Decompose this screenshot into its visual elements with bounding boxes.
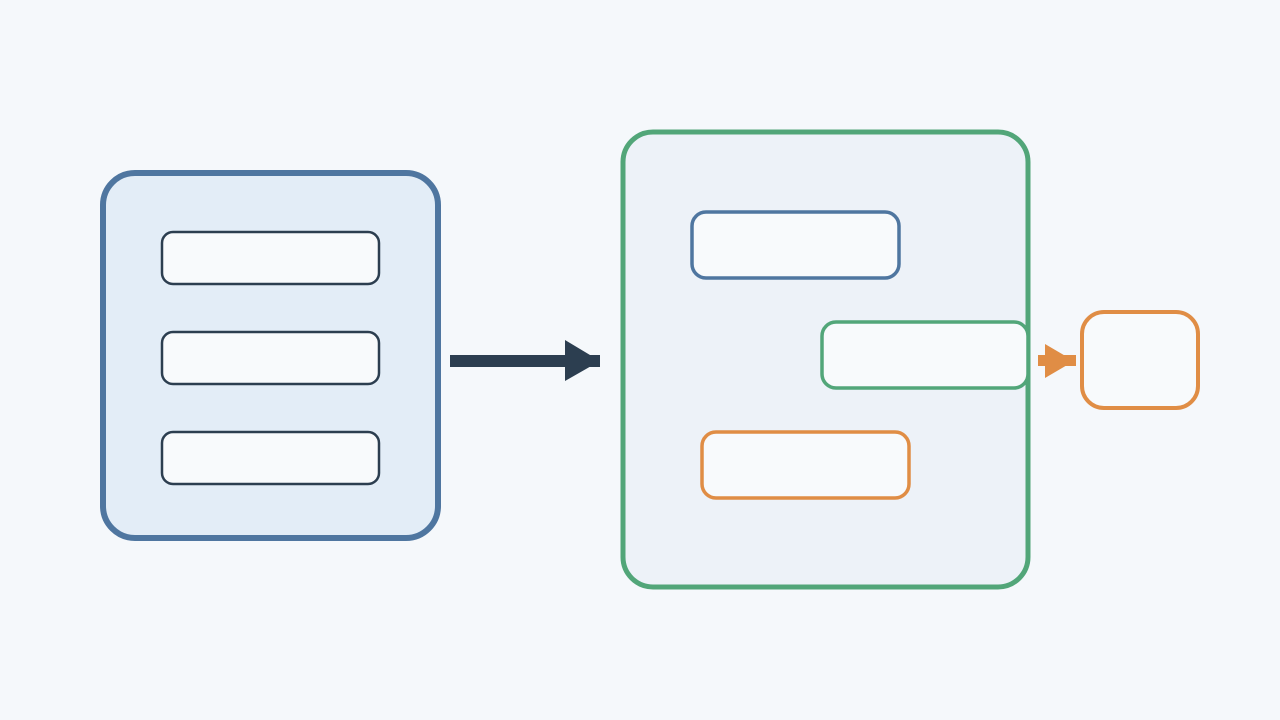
target-slot-green [820,320,1030,390]
source-group [100,170,441,541]
output-node [1080,310,1200,410]
output-arrow-head [1045,344,1074,378]
main-arrow-head [565,340,600,381]
target-slot-orange [700,430,911,500]
target-group [620,129,1031,590]
main-arrow-shaft [450,355,600,367]
output-arrow [1038,344,1076,378]
source-slot-2 [160,330,381,386]
target-slot-blue [690,210,901,280]
main-arrow [450,340,600,381]
source-slot-1 [160,230,381,286]
source-slot-3 [160,430,381,486]
